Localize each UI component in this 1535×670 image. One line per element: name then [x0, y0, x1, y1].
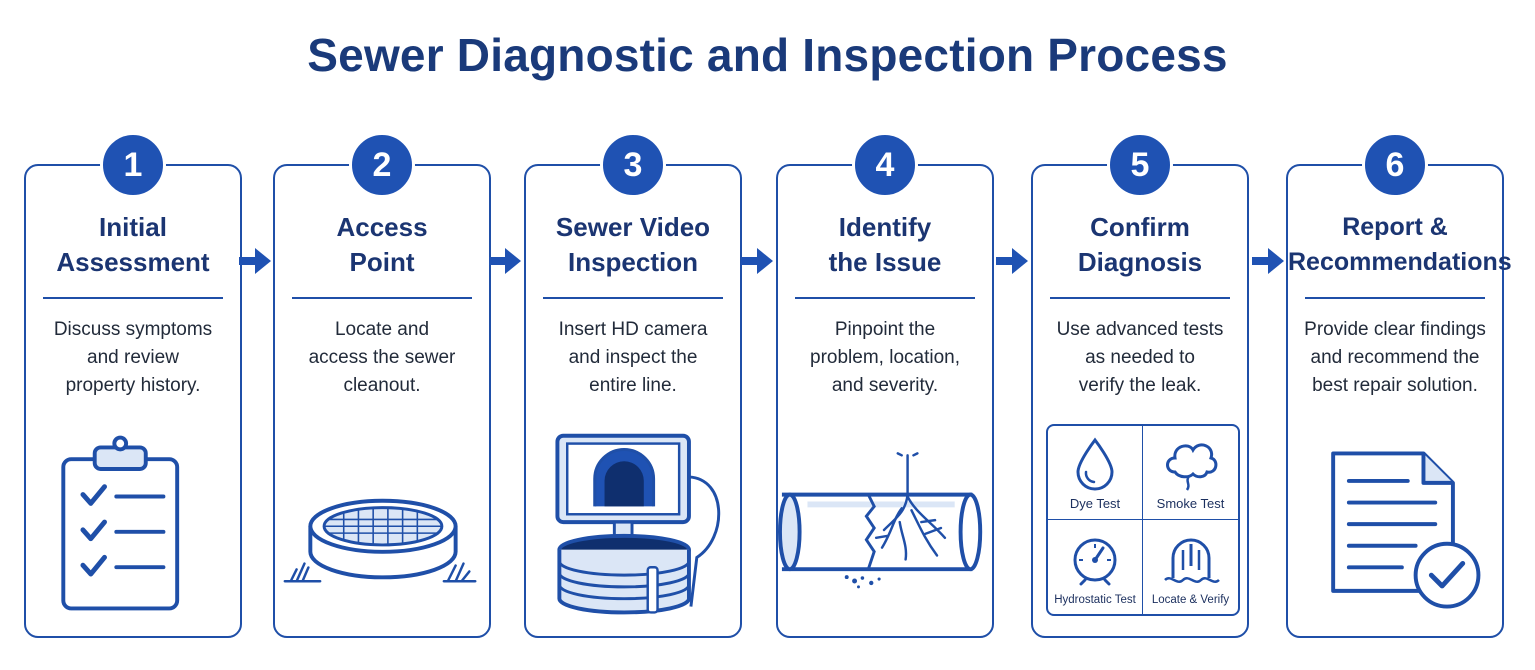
test-label: Dye Test	[1069, 496, 1121, 511]
step-number-badge: 6	[1362, 132, 1428, 198]
divider	[43, 297, 223, 299]
step-number-badge: 3	[600, 132, 666, 198]
inspection-camera-reel-icon	[555, 433, 721, 615]
sewer-cleanout-grate-icon	[283, 498, 477, 583]
arrow-right-icon	[1252, 248, 1284, 274]
arrow-right-icon	[741, 248, 773, 274]
arrow-right-icon	[239, 248, 271, 274]
test-locate-verify: Locate & Verify	[1143, 520, 1238, 614]
diagnostic-tests-grid: Dye Test Smoke Test Hydrostatic Test	[1046, 424, 1240, 616]
locate-pipe-icon	[1163, 538, 1220, 583]
test-label: Hydrostatic Test	[1054, 594, 1136, 606]
divider	[543, 297, 723, 299]
page-title: Sewer Diagnostic and Inspection Process	[307, 29, 1228, 81]
clipboard-checklist-icon	[61, 435, 180, 611]
test-label: Smoke Test	[1156, 496, 1225, 511]
divider	[1050, 297, 1230, 299]
test-dye: Dye Test	[1048, 426, 1143, 520]
test-smoke: Smoke Test	[1143, 426, 1238, 520]
arrow-right-icon	[489, 248, 521, 274]
step-card-6: 6 Report &Recommendations Provide clear …	[1286, 132, 1512, 638]
divider	[795, 297, 975, 299]
droplet-icon	[1076, 437, 1114, 491]
test-hydrostatic: Hydrostatic Test	[1048, 520, 1143, 614]
step-number-badge: 2	[349, 132, 415, 198]
test-label: Locate & Verify	[1151, 594, 1230, 606]
report-document-check-icon	[1331, 451, 1481, 609]
step-title: Report &Recommendations	[1288, 213, 1512, 276]
divider	[1305, 297, 1485, 299]
step-number-badge: 5	[1107, 132, 1173, 198]
pressure-gauge-icon	[1073, 538, 1117, 586]
step-number-badge: 1	[100, 132, 166, 198]
smoke-cloud-icon	[1165, 443, 1217, 491]
step-number-badge: 4	[852, 132, 918, 198]
arrow-right-icon	[996, 248, 1028, 274]
cracked-pipe-roots-icon	[778, 452, 983, 589]
divider	[292, 297, 472, 299]
